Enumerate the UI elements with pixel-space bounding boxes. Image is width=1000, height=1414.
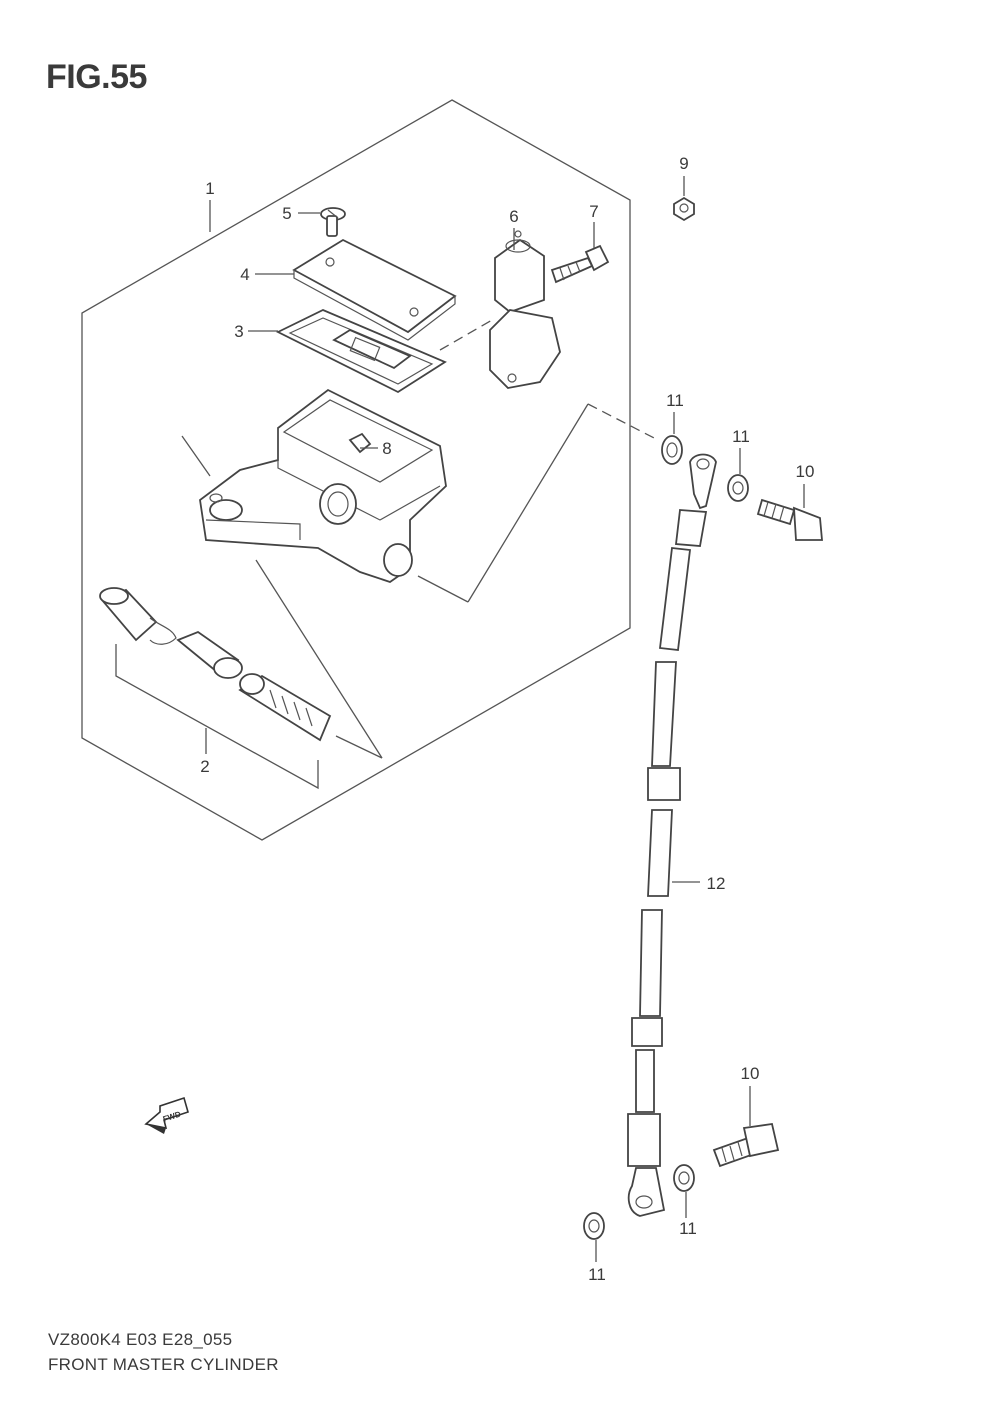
guide-line	[335, 735, 383, 759]
section-name: FRONT MASTER CYLINDER	[48, 1355, 279, 1374]
washer-11-bottom-left	[583, 1212, 605, 1240]
washer-11-bottom-right	[673, 1164, 695, 1192]
guide-line	[417, 575, 469, 603]
callout-1: 1	[205, 179, 214, 198]
guide-line	[181, 435, 211, 477]
assembly-guide	[439, 319, 493, 351]
callout-10-bottom: 10	[741, 1064, 760, 1083]
callout-5: 5	[282, 204, 291, 223]
washer-11-right	[727, 474, 749, 502]
washer-11-top	[661, 435, 683, 465]
callout-3: 3	[234, 322, 243, 341]
callout-2: 2	[200, 757, 209, 776]
model-code: VZ800K4 E03 E28_055	[48, 1330, 233, 1349]
brake-hose-12	[627, 453, 717, 1217]
callout-9: 9	[679, 154, 688, 173]
callout-4: 4	[240, 265, 249, 284]
screw-5	[320, 207, 346, 237]
bracket-2	[115, 644, 319, 790]
callout-10-top: 10	[796, 462, 815, 481]
callout-6: 6	[509, 207, 518, 226]
nut-9	[673, 196, 695, 222]
callout-11-bottom-left: 11	[588, 1265, 606, 1284]
diaphragm-3	[275, 309, 447, 394]
piston-kit-2	[99, 587, 332, 742]
guide-line	[255, 559, 383, 759]
callout-7: 7	[589, 202, 598, 221]
callout-8: 8	[382, 439, 391, 458]
guide-line	[587, 403, 659, 441]
banjo-bolt-10-top	[756, 498, 823, 541]
assembly-outline	[81, 99, 631, 841]
master-cylinder-body	[199, 388, 447, 583]
banjo-bolt-10-bottom	[712, 1122, 780, 1168]
callout-11-right: 11	[732, 427, 750, 446]
callout-12: 12	[707, 874, 726, 893]
clamp-6	[489, 230, 561, 389]
forward-arrow-icon: FWD	[144, 1096, 189, 1134]
bolt-7	[550, 244, 610, 284]
reservoir-cap-4	[292, 238, 457, 341]
guide-line	[467, 403, 589, 603]
callout-11-top: 11	[666, 391, 684, 410]
figure-title: FIG.55	[46, 58, 147, 96]
callout-11-bottom-right: 11	[679, 1219, 697, 1238]
